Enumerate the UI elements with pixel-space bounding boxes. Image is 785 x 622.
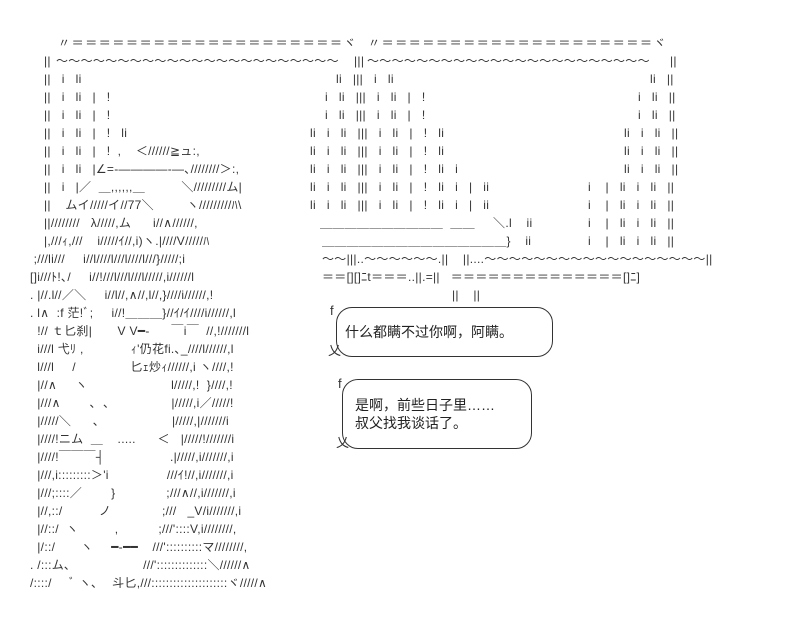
- bubble-deco: f: [330, 303, 334, 318]
- right-frame-waves: ～～～～～～～～～～～～～～～～～～～～～～～: [367, 54, 650, 68]
- art-row: || i li | !: [44, 108, 111, 122]
- art-row: |////!ニム ＿ ..... ＜ |/////!///////i: [30, 432, 235, 446]
- frame-bottom: ＝＝[][]ﾆt＝＝＝..||.=|| ＝＝＝＝＝＝＝＝＝＝＝＝＝＝[]ﾆ]: [322, 270, 641, 284]
- art-row: i li ||| i li | !: [325, 90, 426, 104]
- art-row: ＿＿＿＿＿＿＿＿＿＿＿＿＿＿＿} ii: [322, 234, 532, 248]
- art-row: |//,::/ ノ ;/// _V/i///////,i: [30, 504, 242, 518]
- art-row: ||//////// λ/////,ム i//∧//////,: [44, 216, 198, 230]
- art-row: |/::/ ヽ ━-━━ ///'::::::::::マ////////,: [30, 540, 248, 554]
- bubble-2-line: 叔父找我谈话了。: [355, 415, 467, 431]
- art-row: |//::/ ヽ , ;///'::::V,i////////,: [30, 522, 237, 536]
- art-row: ;///li/// i//l////l///l////l///}/////;i: [30, 252, 186, 266]
- art-row: || i li | ! , ＜//////≧ュ:,: [44, 144, 200, 158]
- art-row: ＿＿＿＿＿＿＿＿＿＿ ＿＿ ＼.l ii: [320, 216, 533, 230]
- art-row: li i li ||| i li | ! li: [310, 144, 445, 158]
- art-row: |///;::::／ } ;///∧//,i///////,i: [30, 486, 236, 500]
- frame-edge: |||: [354, 54, 365, 68]
- right-frame-top: 〃＝＝＝＝＝＝＝＝＝＝＝＝＝＝＝＝＝＝＝＝ヾ: [368, 36, 668, 50]
- art-row: li ||: [650, 72, 674, 86]
- frame-edge: ||: [670, 54, 677, 68]
- frame-edge: ||: [44, 54, 51, 68]
- art-row: || i |／ ＿,,,,,,＿ ＼/////////ム|: [44, 180, 243, 194]
- art-row: || i li | ! li: [44, 126, 128, 140]
- bubble-2-line: 是啊，前些日子里……: [355, 397, 495, 413]
- art-row: . |//.l//／＼ i//l//,∧//,l//,}////i//////,…: [30, 288, 214, 302]
- speech-bubble-2: 是啊，前些日子里…… 叔父找我谈话了。: [342, 379, 532, 449]
- frame-post: || ||: [452, 288, 481, 302]
- art-row: li i li ||: [624, 162, 679, 176]
- art-row: li ||| i li: [336, 72, 394, 86]
- art-row: || i li: [44, 72, 82, 86]
- art-row: li i li ||| i li | ! li: [310, 126, 445, 140]
- art-row: !// ｔ匕刹| V V━- ￣i￣ //,!///////l: [30, 324, 250, 338]
- art-row: || ムイ/////イ//77＼ ヽ/////////ﾊ\: [44, 198, 242, 212]
- frame-bottom-waves: ～～|||..～～～～～～.|| ||....～～～～～～～～～～～～～～～～～…: [322, 252, 713, 266]
- art-row: |///,i:::::::::＞'i ///ｲ!//,i///////,i: [30, 468, 234, 482]
- art-row: . /:::ム､ ///'::::::::::::::＼//////∧: [30, 558, 251, 572]
- left-frame-top: 〃＝＝＝＝＝＝＝＝＝＝＝＝＝＝＝＝＝＝＝＝ヾ: [58, 36, 358, 50]
- bubble-deco: 乂: [328, 343, 342, 358]
- art-row: i | li i li ||: [588, 234, 675, 248]
- bubble-deco: 乂: [336, 435, 350, 450]
- art-row: |/////＼ ､ |/////,|///////i: [30, 414, 229, 428]
- art-row: |////!￣￣￣┤ .|/////,i///////,i: [30, 450, 234, 464]
- speech-bubble-1: 什么都瞒不过你啊，阿瞒。: [336, 307, 553, 357]
- art-row: |//∧ ヽ l/////,! }////,!: [30, 378, 233, 392]
- art-row: li i li ||: [624, 126, 679, 140]
- left-frame-waves: ～～～～～～～～～～～～～～～～～～～～～～～: [56, 54, 339, 68]
- art-row: |,///ｨ,/// i/////ｲ//,i)ヽ.|////V/////ﾊ: [44, 234, 210, 248]
- art-row: i///l 弋ﾘ , ｨ'仍花fi.､_////l//////,l: [30, 342, 234, 356]
- art-row: /::::/ ﾞ ヽ､ 斗匕,///:::::::::::::::::::::ヾ…: [30, 576, 268, 590]
- art-row: li i li ||: [624, 144, 679, 158]
- art-row: li i li ||| i li | ! li i: [310, 162, 459, 176]
- art-row: |///∧ ､ ､ |/////,i／/////!: [30, 396, 234, 410]
- art-row: i | li i li ||: [588, 216, 675, 230]
- art-row: i li ||: [638, 90, 676, 104]
- art-row: i li ||| i li | !: [325, 108, 426, 122]
- art-row: i | li i li ||: [588, 180, 675, 194]
- art-row: l///l / 匕ｪ炒ｨ//////,i ヽ////,!: [30, 360, 234, 374]
- art-row: || i li | !: [44, 90, 111, 104]
- bubble-1-line: 什么都瞒不过你啊，阿瞒。: [345, 324, 513, 340]
- art-row: li i li ||| i li | ! li i | ii: [310, 180, 490, 194]
- art-row: li i li ||| i li | ! li i | ii: [310, 198, 490, 212]
- art-row: . l∧ :f 茫!ﾞ; i//!＿＿＿}//ｲ/ｲ////i//////,l: [30, 306, 237, 320]
- bubble-deco: f: [338, 376, 342, 391]
- art-row: i | li i li ||: [588, 198, 675, 212]
- art-row: []i///ﾄ!､/ i//!///l///l///l/////,i//////…: [30, 270, 195, 284]
- art-row: i li ||: [638, 108, 676, 122]
- art-row: || i li |∠=-――――-―､////////＞:,: [44, 162, 240, 176]
